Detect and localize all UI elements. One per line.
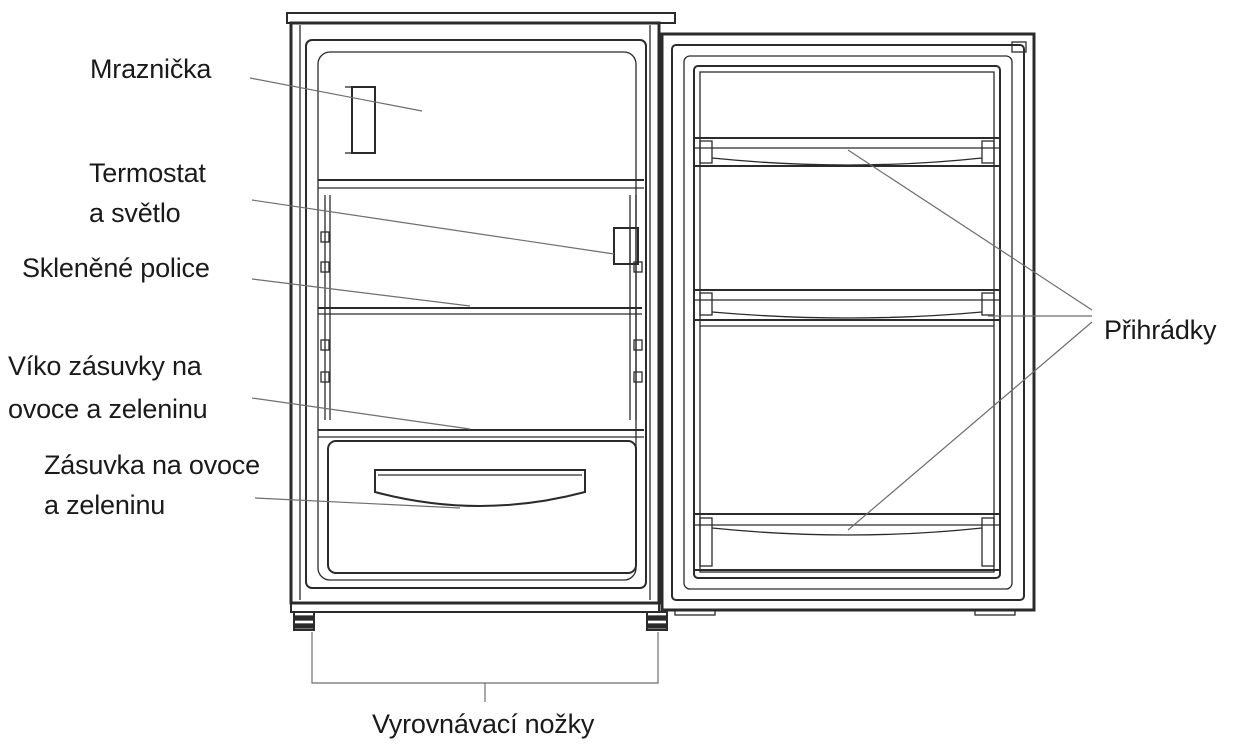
cabinet-body xyxy=(289,21,661,605)
label-crisper-drawer-line1: Zásuvka na ovoce xyxy=(44,450,260,480)
label-thermostat-line2: a světlo xyxy=(89,198,181,228)
label-crisper-drawer-line2: a zeleninu xyxy=(44,490,166,520)
leveling-feet xyxy=(293,611,668,702)
label-thermostat-line1: Termostat xyxy=(89,158,206,188)
leader-crisper-drawer xyxy=(254,497,461,509)
door xyxy=(660,32,1036,616)
cabinet xyxy=(286,12,676,613)
leader-bins-top xyxy=(847,149,1093,311)
glass-shelf xyxy=(318,307,642,315)
drawer-handle xyxy=(374,469,586,507)
leader-glass-shelves xyxy=(251,278,471,307)
door-bin-top xyxy=(693,137,1001,167)
leader-crisper-cover xyxy=(251,397,471,430)
leader-thermostat xyxy=(251,199,615,255)
label-door-bins: Přihrádky xyxy=(1104,315,1217,345)
freezer-compartment xyxy=(318,86,644,189)
door-bin-bottom xyxy=(693,513,1001,571)
label-glass-shelves: Skleněné police xyxy=(22,253,210,283)
leader-freezer xyxy=(249,77,423,112)
inner-liner xyxy=(305,39,647,589)
freezer-latch xyxy=(351,86,376,154)
leader-bins-bottom xyxy=(847,321,1093,531)
crisper-drawer xyxy=(327,440,637,574)
thermostat-box xyxy=(613,227,639,265)
label-crisper-cover-line1: Víko zásuvky na xyxy=(8,351,202,381)
door-bin-middle xyxy=(693,289,1001,327)
label-crisper-cover-line2: ovoce a zeleninu xyxy=(8,394,208,424)
label-leveling-feet: Vyrovnávací nožky xyxy=(372,709,595,739)
crisper-cover xyxy=(318,429,644,438)
label-freezer: Mraznička xyxy=(90,54,212,84)
leader-lines xyxy=(249,77,1093,531)
cabinet-base xyxy=(290,602,660,613)
